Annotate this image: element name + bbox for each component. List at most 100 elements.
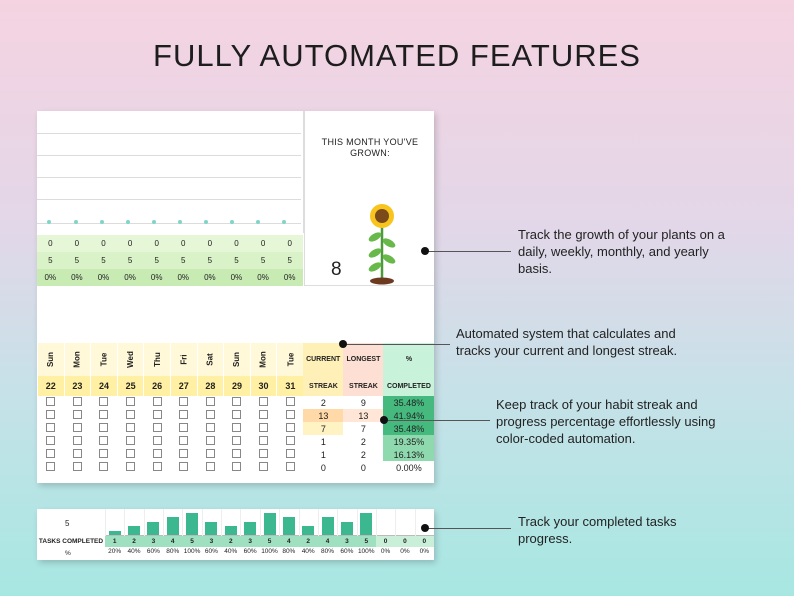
habit-checkbox[interactable] bbox=[46, 410, 56, 419]
habit-checkbox[interactable] bbox=[99, 397, 109, 406]
task-bar bbox=[186, 513, 199, 535]
checkbox-cell bbox=[38, 435, 65, 448]
callout-line bbox=[343, 344, 450, 345]
day-label: Sun bbox=[232, 351, 242, 368]
habit-checkbox[interactable] bbox=[285, 410, 295, 419]
habit-checkbox[interactable] bbox=[46, 436, 56, 445]
habit-checkbox[interactable] bbox=[126, 436, 136, 445]
habit-checkbox[interactable] bbox=[72, 410, 82, 419]
summary-cell: 0% bbox=[63, 269, 91, 286]
longest-header: LONGEST bbox=[343, 343, 384, 376]
task-count: 2 bbox=[220, 536, 241, 547]
day-label: Fri bbox=[179, 354, 189, 365]
bar-divider bbox=[143, 509, 145, 536]
checkbox-cell bbox=[250, 435, 277, 448]
summary-cell: 0 bbox=[276, 235, 303, 252]
habit-checkbox[interactable] bbox=[232, 423, 242, 432]
habit-checkbox[interactable] bbox=[179, 423, 189, 432]
habit-checkbox[interactable] bbox=[205, 410, 215, 419]
habit-checkbox[interactable] bbox=[72, 423, 82, 432]
habit-checkbox[interactable] bbox=[152, 397, 162, 406]
habit-checkbox[interactable] bbox=[285, 462, 295, 471]
habit-checkbox[interactable] bbox=[152, 436, 162, 445]
habit-checkbox[interactable] bbox=[285, 436, 295, 445]
habit-checkbox[interactable] bbox=[232, 436, 242, 445]
callout-dot bbox=[339, 340, 347, 348]
habit-checkbox[interactable] bbox=[259, 449, 269, 458]
habit-checkbox[interactable] bbox=[205, 449, 215, 458]
habit-checkbox[interactable] bbox=[46, 397, 56, 406]
summary-cell: 0% bbox=[223, 269, 250, 286]
habit-checkbox[interactable] bbox=[232, 449, 242, 458]
task-count: 3 bbox=[201, 536, 222, 547]
day-header: Fri bbox=[169, 343, 198, 376]
habit-checkbox[interactable] bbox=[152, 410, 162, 419]
habit-checkbox[interactable] bbox=[179, 462, 189, 471]
checkbox-cell bbox=[144, 396, 171, 409]
habit-checkbox[interactable] bbox=[46, 449, 56, 458]
callout-line bbox=[425, 251, 511, 252]
growth-heading: THIS MONTH YOU'VE GROWN: bbox=[321, 137, 419, 158]
task-percent: 60% bbox=[340, 548, 354, 555]
summary-cell: 5 bbox=[37, 252, 64, 269]
habit-checkbox[interactable] bbox=[205, 423, 215, 432]
task-bar bbox=[340, 522, 353, 535]
habit-checkbox[interactable] bbox=[152, 449, 162, 458]
date-header: 31 bbox=[276, 376, 304, 396]
habit-checkbox[interactable] bbox=[152, 462, 162, 471]
habit-checkbox[interactable] bbox=[205, 462, 215, 471]
habit-checkbox[interactable] bbox=[72, 397, 82, 406]
habit-checkbox[interactable] bbox=[72, 436, 82, 445]
habit-checkbox[interactable] bbox=[259, 397, 269, 406]
habit-checkbox[interactable] bbox=[232, 410, 242, 419]
habit-checkbox[interactable] bbox=[99, 410, 109, 419]
habit-checkbox[interactable] bbox=[205, 436, 215, 445]
habit-checkbox[interactable] bbox=[99, 436, 109, 445]
habit-checkbox[interactable] bbox=[46, 423, 56, 432]
task-count: 4 bbox=[278, 536, 299, 547]
task-bar bbox=[108, 531, 121, 535]
habit-checkbox[interactable] bbox=[126, 423, 136, 432]
gridline bbox=[37, 199, 301, 200]
checkbox-cell bbox=[144, 448, 171, 461]
habit-checkbox[interactable] bbox=[232, 462, 242, 471]
habit-checkbox[interactable] bbox=[285, 423, 295, 432]
habit-checkbox[interactable] bbox=[179, 410, 189, 419]
day-label: Mon bbox=[72, 351, 82, 368]
callout-dot bbox=[421, 524, 429, 532]
task-percent: 0% bbox=[400, 548, 410, 555]
habit-checkbox[interactable] bbox=[126, 462, 136, 471]
habit-checkbox[interactable] bbox=[259, 423, 269, 432]
habit-checkbox[interactable] bbox=[46, 462, 56, 471]
habit-checkbox[interactable] bbox=[179, 449, 189, 458]
completed-header: COMPLETED bbox=[383, 376, 434, 396]
habit-checkbox[interactable] bbox=[285, 397, 295, 406]
habit-checkbox[interactable] bbox=[72, 449, 82, 458]
habit-checkbox[interactable] bbox=[99, 449, 109, 458]
habit-checkbox[interactable] bbox=[99, 423, 109, 432]
habit-checkbox[interactable] bbox=[179, 436, 189, 445]
longest-streak-value: 7 bbox=[343, 422, 384, 435]
habit-checkbox[interactable] bbox=[126, 397, 136, 406]
habit-checkbox[interactable] bbox=[232, 397, 242, 406]
habit-checkbox[interactable] bbox=[205, 397, 215, 406]
habit-checkbox[interactable] bbox=[152, 423, 162, 432]
current-streak-header: STREAK bbox=[303, 376, 344, 396]
summary-cell: 0% bbox=[143, 269, 170, 286]
habit-checkbox[interactable] bbox=[126, 410, 136, 419]
habit-checkbox[interactable] bbox=[259, 410, 269, 419]
habit-checkbox[interactable] bbox=[126, 449, 136, 458]
habit-checkbox[interactable] bbox=[179, 397, 189, 406]
habit-checkbox[interactable] bbox=[259, 436, 269, 445]
checkbox-cell bbox=[64, 435, 91, 448]
bar-divider bbox=[337, 509, 339, 536]
habit-checkbox[interactable] bbox=[72, 462, 82, 471]
habit-checkbox[interactable] bbox=[259, 462, 269, 471]
task-percent: 100% bbox=[357, 548, 375, 555]
habit-checkbox[interactable] bbox=[285, 449, 295, 458]
task-percent: 80% bbox=[321, 548, 335, 555]
checkbox-cell bbox=[117, 461, 144, 474]
checkbox-cell bbox=[170, 435, 197, 448]
habit-checkbox[interactable] bbox=[99, 462, 109, 471]
